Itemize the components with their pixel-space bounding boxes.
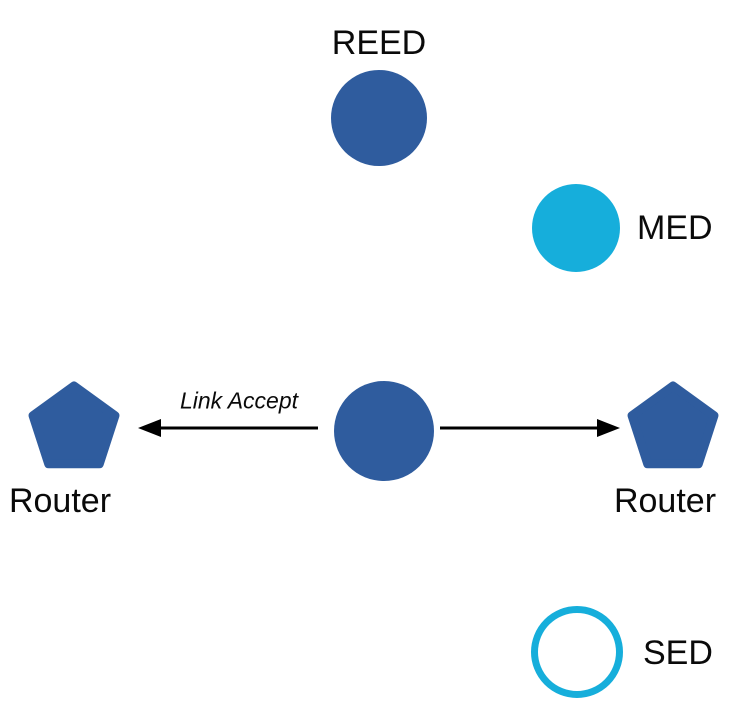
center-node-circle xyxy=(334,381,434,481)
reed-node-circle xyxy=(331,70,427,166)
router-left-node-label: Router xyxy=(8,482,112,520)
left-arrowhead-icon xyxy=(138,419,161,437)
reed-node-label: REED xyxy=(331,24,427,62)
med-node-circle xyxy=(532,184,620,272)
router-right-node-label: Router xyxy=(613,482,717,520)
router-left-pentagon xyxy=(28,381,120,469)
sed-node-circle xyxy=(531,606,623,698)
sed-node-label: SED xyxy=(643,634,713,672)
med-node-label: MED xyxy=(637,209,713,247)
link-accept-edge-label: Link Accept xyxy=(179,387,299,414)
right-arrowhead-icon xyxy=(597,419,620,437)
router-right-pentagon xyxy=(627,381,719,469)
